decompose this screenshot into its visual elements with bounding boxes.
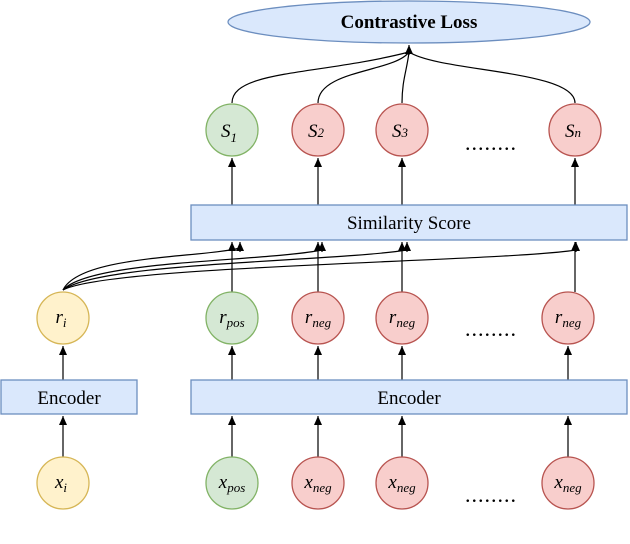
similarity-score-label: Similarity Score	[347, 213, 471, 234]
rep-node-neg-n: rneg	[541, 291, 595, 345]
rep-node-pos: rpos	[205, 291, 259, 345]
svg-text:S2: S2	[308, 121, 325, 142]
rep-node-neg-1: rneg	[291, 291, 345, 345]
edge-ri-3	[62, 249, 408, 291]
input-node-neg-1: xneg	[291, 456, 345, 510]
svg-text:S3: S3	[392, 121, 409, 142]
edge-ri-1	[62, 247, 241, 291]
edge-ri-2	[62, 249, 323, 291]
encoder-right-box: Encoder	[190, 379, 628, 415]
input-ellipsis: ........	[465, 482, 517, 507]
svg-text:rneg: rneg	[555, 307, 582, 330]
input-to-encoder-arrows	[59, 416, 572, 457]
svg-text:xpos: xpos	[218, 472, 246, 495]
encoder-right-label: Encoder	[377, 388, 441, 409]
input-node-neg-2: xneg	[375, 456, 429, 510]
svg-text:rneg: rneg	[389, 307, 416, 330]
score-to-loss-edges	[231, 45, 576, 104]
svg-text:xneg: xneg	[387, 472, 416, 495]
score-node-n: Sn	[548, 103, 602, 157]
svg-text:xi: xi	[54, 472, 67, 495]
svg-text:S1: S1	[221, 121, 237, 145]
svg-text:rneg: rneg	[305, 307, 332, 330]
score-node-2: S2	[291, 103, 345, 157]
svg-text:xneg: xneg	[553, 472, 582, 495]
svg-text:ri: ri	[55, 307, 66, 330]
input-node-pos: xpos	[205, 456, 259, 510]
encoder-to-rep-arrows	[59, 346, 572, 380]
score-node-1: S1	[205, 103, 259, 157]
encoder-left-label: Encoder	[37, 388, 101, 409]
edge-s1-loss	[231, 51, 410, 104]
rep-to-similarity-arrows	[228, 242, 579, 292]
similarity-to-score-arrows	[228, 158, 579, 205]
input-node-anchor: xi	[36, 456, 90, 510]
edge-s3-loss	[401, 51, 410, 104]
svg-text:Sn: Sn	[565, 121, 581, 142]
anchor-to-similarity-edges	[62, 242, 580, 291]
svg-text:xneg: xneg	[303, 472, 332, 495]
edge-ri-4	[62, 249, 577, 291]
contrastive-loss-node: Contrastive Loss	[227, 0, 591, 44]
similarity-score-box: Similarity Score	[190, 204, 628, 241]
edge-s2-loss	[317, 51, 410, 104]
input-node-neg-n: xneg	[541, 456, 595, 510]
score-node-3: S3	[375, 103, 429, 157]
edge-sn-loss	[408, 51, 576, 104]
rep-node-neg-2: rneg	[375, 291, 429, 345]
svg-text:rpos: rpos	[219, 307, 244, 330]
contrastive-loss-label: Contrastive Loss	[341, 12, 478, 33]
rep-node-anchor: ri	[36, 291, 90, 345]
rep-ellipsis: ........	[465, 316, 517, 341]
encoder-left-box: Encoder	[0, 379, 138, 415]
score-ellipsis: ........	[465, 130, 517, 155]
